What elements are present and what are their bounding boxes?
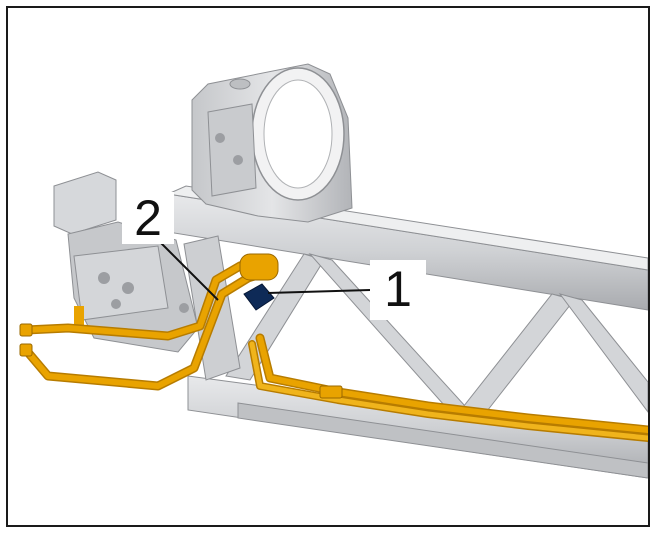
lower-flange	[237, 402, 648, 479]
frame-assembly-drawing	[19, 63, 648, 479]
leader-line-1	[267, 289, 371, 294]
diagram-frame: 1 2	[6, 6, 650, 527]
blue-marked-component	[243, 283, 275, 311]
left-end-brackets	[53, 171, 199, 353]
callout-label-1: 1	[370, 260, 426, 320]
mounting-tower	[191, 63, 353, 223]
callout-label-2: 2	[122, 192, 174, 244]
line-fittings	[19, 253, 343, 399]
leader-line-2	[157, 239, 219, 301]
truss-diagonals	[225, 253, 648, 421]
